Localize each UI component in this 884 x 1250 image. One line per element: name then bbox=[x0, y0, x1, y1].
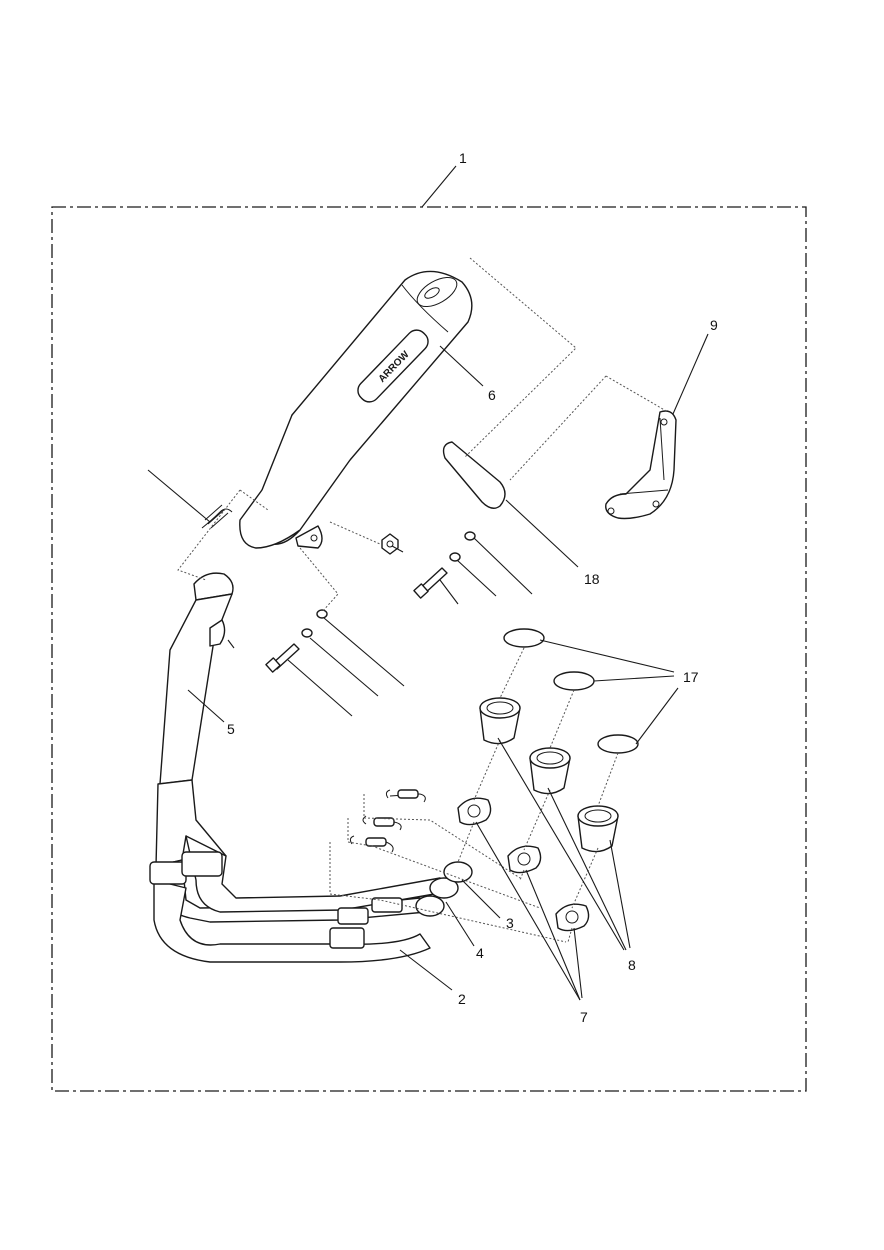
callout-1: 1 bbox=[459, 150, 467, 166]
downpipe-outlet-a bbox=[415, 895, 445, 917]
spring-part-upper bbox=[385, 789, 426, 803]
fastener-nut bbox=[381, 533, 399, 555]
bolt-part-upper bbox=[413, 567, 448, 599]
spring-part bbox=[201, 504, 233, 529]
kit-boundary-frame bbox=[51, 206, 807, 1092]
downpipe-outlet-c bbox=[443, 861, 473, 883]
spring-part-lower bbox=[349, 835, 394, 853]
callout-4: 4 bbox=[476, 945, 484, 961]
callout-5: 5 bbox=[227, 721, 235, 737]
inlet-sleeve-part bbox=[479, 697, 619, 853]
downpipe-outlet-b bbox=[429, 877, 459, 899]
callout-6: 6 bbox=[488, 387, 496, 403]
link-pipe-part bbox=[155, 572, 234, 867]
callout-3: 3 bbox=[506, 915, 514, 931]
silencer-part: ARROW bbox=[239, 270, 473, 549]
callout-8: 8 bbox=[628, 957, 636, 973]
callout-9: 9 bbox=[710, 317, 718, 333]
gasket-part bbox=[457, 797, 590, 932]
callout-7: 7 bbox=[580, 1009, 588, 1025]
callout-2: 2 bbox=[458, 991, 466, 1007]
assembly-guide-lines bbox=[177, 257, 669, 943]
hanger-bracket-part bbox=[605, 410, 677, 520]
header-pipe-part bbox=[149, 835, 447, 963]
clamp-band-part bbox=[442, 441, 506, 509]
callout-18: 18 bbox=[584, 571, 600, 587]
leader-lines bbox=[147, 165, 709, 1001]
washer-part bbox=[301, 531, 476, 638]
spring-part-middle bbox=[362, 815, 402, 831]
callout-17: 17 bbox=[683, 669, 699, 685]
bolt-part-lower bbox=[265, 643, 300, 673]
